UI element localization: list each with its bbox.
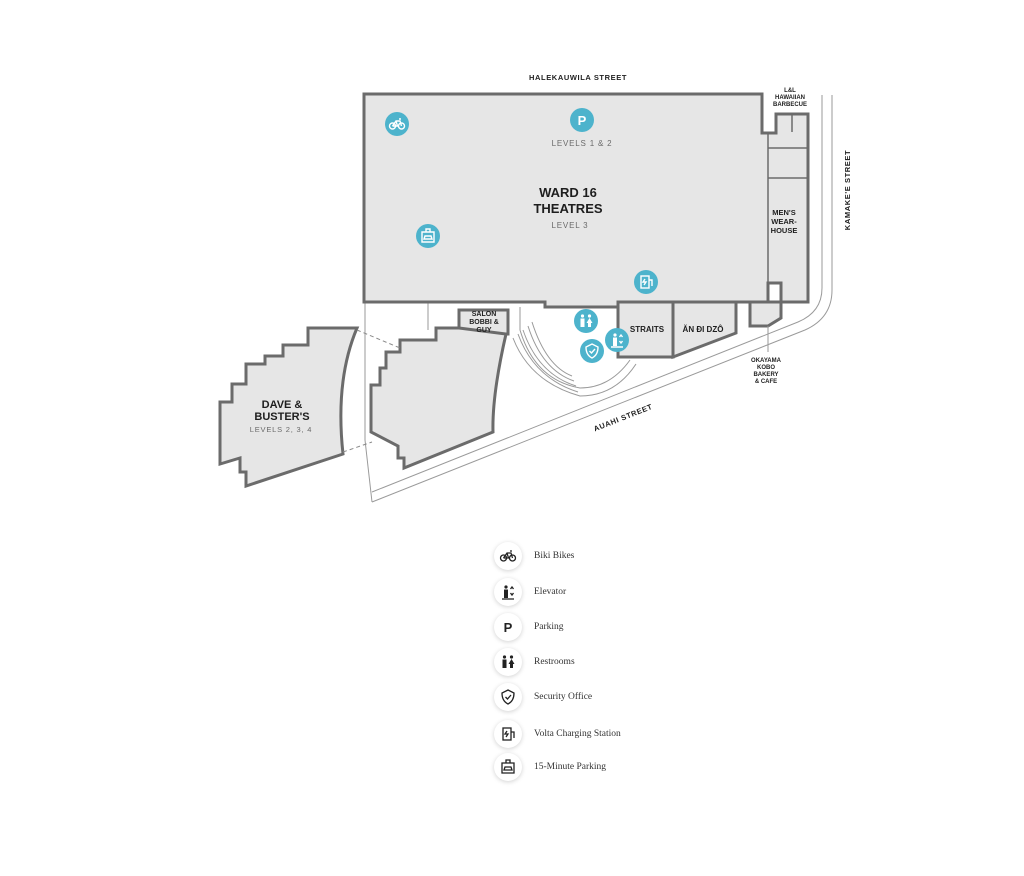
bike-icon[interactable] bbox=[385, 112, 409, 136]
ward16-name-2: THEATRES bbox=[533, 201, 602, 216]
walkway-lines bbox=[364, 302, 429, 503]
ward16-level: LEVEL 3 bbox=[552, 221, 589, 230]
okayama-name-2: KOBO bbox=[757, 365, 775, 371]
security-office-icon[interactable] bbox=[580, 339, 604, 363]
dave-busters-levels: LEVELS 2, 3, 4 bbox=[250, 425, 312, 434]
elevator-icon[interactable] bbox=[605, 328, 629, 352]
parking-icon: P bbox=[494, 613, 522, 641]
kamakee-curb-outer bbox=[371, 95, 833, 503]
street-halekauwila: HALEKAUWILA STREET bbox=[529, 73, 627, 82]
legend-label: Volta Charging Station bbox=[534, 729, 621, 739]
building-dave-busters[interactable] bbox=[218, 326, 360, 489]
dave-busters-name-2: BUSTER'S bbox=[254, 411, 309, 423]
ll-hawaiian-name-1: L&L bbox=[784, 88, 796, 94]
right-column-dividers bbox=[767, 114, 808, 302]
building-middle-retail[interactable] bbox=[369, 326, 508, 471]
legend-label: Parking bbox=[534, 622, 564, 632]
legend-item-security[interactable]: Security Office bbox=[494, 683, 592, 711]
fifteen-minute-parking-icon[interactable] bbox=[416, 224, 440, 248]
building-okayama[interactable] bbox=[748, 300, 783, 328]
elevator-icon bbox=[494, 578, 522, 606]
restrooms-icon bbox=[494, 648, 522, 676]
legend-label: Security Office bbox=[534, 692, 593, 702]
okayama-name-4: & CAFE bbox=[755, 379, 777, 385]
building-ward16-theatres[interactable] bbox=[362, 92, 810, 309]
mens-wearhouse-name-3: HOUSE bbox=[771, 226, 798, 235]
street-auahi: AUAHI STREET bbox=[592, 402, 654, 433]
ward16-name-1: WARD 16 bbox=[539, 185, 597, 200]
legend-label: 15-Minute Parking bbox=[534, 762, 607, 772]
straits-name: STRAITS bbox=[630, 325, 665, 334]
bike-icon bbox=[494, 542, 522, 570]
charging-station-icon bbox=[494, 720, 522, 748]
parking-levels-label: LEVELS 1 & 2 bbox=[552, 139, 613, 148]
legend-label: Restrooms bbox=[534, 657, 575, 667]
ll-hawaiian-name-3: BARBECUE bbox=[773, 102, 807, 108]
street-kamakee: KAMAKE'E STREET bbox=[843, 150, 852, 230]
parking-icon[interactable]: P bbox=[570, 108, 594, 132]
building-an-di-dzo[interactable] bbox=[671, 300, 738, 360]
dave-busters-name-1: DAVE & bbox=[262, 399, 303, 411]
salon-name-2: BOBBI & bbox=[469, 319, 499, 326]
charging-station-icon[interactable] bbox=[634, 270, 658, 294]
an-di-dzo-name: ĂN ĐI DZÔ bbox=[683, 325, 724, 334]
legend-item-charging[interactable]: Volta Charging Station bbox=[494, 720, 621, 748]
legend-item-parking[interactable]: P Parking bbox=[494, 613, 564, 641]
legend-parking-letter: P bbox=[504, 620, 513, 635]
mens-wearhouse-name-1: MEN'S bbox=[772, 208, 795, 217]
parking-icon-letter: P bbox=[578, 113, 587, 128]
fifteen-minute-parking-icon bbox=[494, 753, 522, 781]
okayama-name-1: OKAYAMA bbox=[751, 358, 782, 364]
connector-bottom bbox=[342, 441, 373, 453]
legend-item-15-minute-parking[interactable]: 15-Minute Parking bbox=[494, 753, 606, 781]
okayama-name-3: BAKERY bbox=[753, 372, 778, 378]
legend-label: Biki Bikes bbox=[534, 551, 575, 561]
legend-item-restrooms[interactable]: Restrooms bbox=[494, 648, 575, 676]
restrooms-icon[interactable] bbox=[574, 309, 598, 333]
building-salon-bobbi-guy[interactable] bbox=[457, 308, 510, 336]
plaza-steps bbox=[512, 307, 637, 397]
mens-wearhouse-name-2: WEAR- bbox=[771, 217, 797, 226]
ll-hawaiian-name-2: HAWAIIAN bbox=[775, 95, 805, 101]
legend-label: Elevator bbox=[534, 587, 567, 597]
salon-name-3: GUY bbox=[476, 327, 492, 334]
legend-item-bikes[interactable]: Biki Bikes bbox=[494, 542, 574, 570]
kamakee-curb-inner bbox=[371, 95, 823, 493]
connector-top bbox=[356, 329, 401, 349]
legend-item-elevator[interactable]: Elevator bbox=[494, 578, 566, 606]
salon-name-1: SALON bbox=[472, 311, 497, 318]
security-office-icon bbox=[494, 683, 522, 711]
